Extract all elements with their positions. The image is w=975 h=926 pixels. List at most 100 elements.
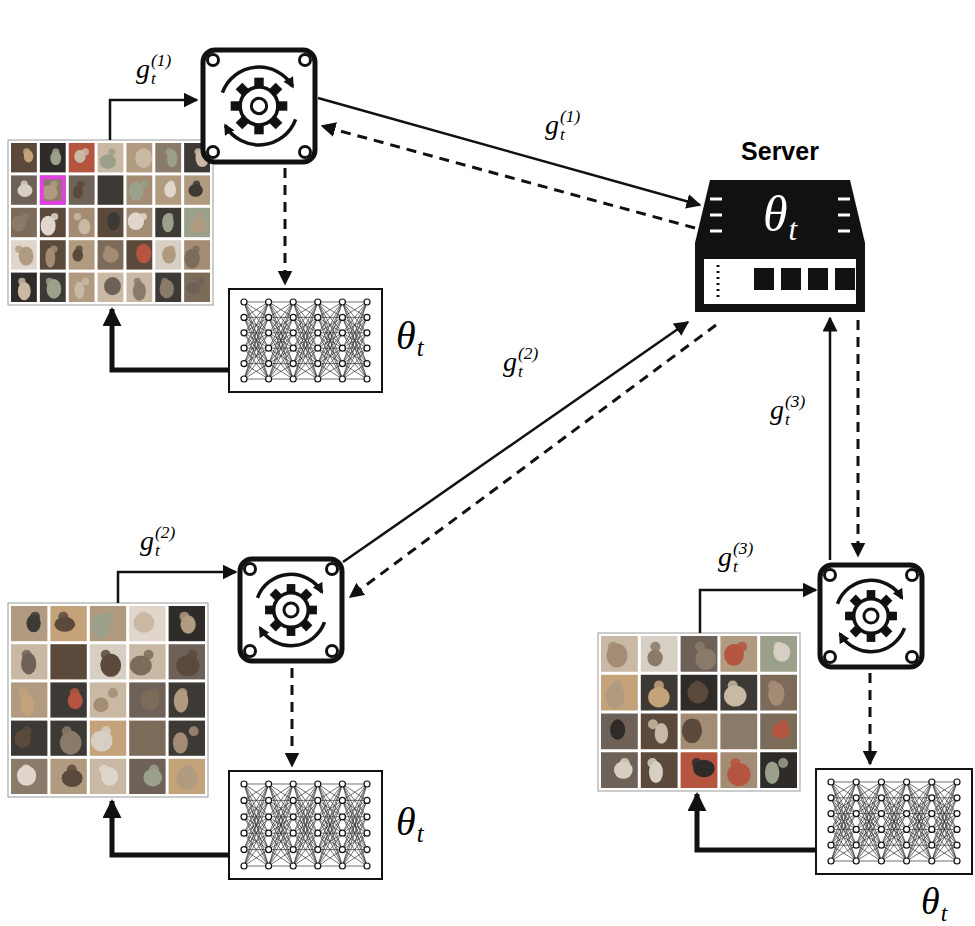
photo-tile — [98, 143, 124, 172]
photo-tile — [129, 606, 165, 641]
photo-tile — [90, 682, 126, 717]
network-shape — [817, 770, 971, 873]
math-subscript: t — [518, 363, 523, 380]
math-superscript: (2) — [518, 344, 538, 363]
photo-tile — [126, 143, 152, 172]
photo-tile — [681, 636, 718, 672]
processor-icon — [820, 565, 922, 667]
math-scripts: t(3) — [733, 540, 753, 557]
gradient-arrow — [700, 590, 816, 633]
text-run: Server — [741, 137, 819, 165]
photo-tile — [11, 240, 37, 269]
model-parameter: θt — [921, 882, 947, 926]
photo-tile — [760, 752, 797, 788]
photo-tile — [720, 714, 757, 750]
arrows — [110, 98, 870, 855]
photo-tile — [40, 175, 66, 204]
photo-tile — [50, 721, 86, 756]
feedback-arrow — [112, 309, 228, 370]
photo-tile — [50, 759, 86, 794]
photo-tile — [11, 759, 47, 794]
photo-tile — [98, 175, 124, 204]
photo-tile — [126, 175, 152, 204]
math-scripts: t(2) — [518, 345, 538, 362]
photo-tile — [11, 143, 37, 172]
gradient-label: gt(2) — [140, 524, 175, 555]
math-scripts: t(2) — [155, 524, 175, 541]
processor-icon — [203, 50, 315, 162]
image-grid — [598, 633, 800, 791]
photo-tile — [90, 606, 126, 641]
math-base: g — [545, 109, 559, 140]
photo-tile — [69, 273, 95, 302]
math-subscript: t — [417, 820, 424, 847]
upload-arrow — [829, 318, 832, 560]
network-shape — [230, 772, 381, 878]
math-subscript: t — [788, 212, 797, 247]
math-base: θ — [921, 880, 940, 922]
photo-tile — [681, 675, 718, 711]
feedback-arrow — [112, 801, 228, 855]
photo-tile — [69, 240, 95, 269]
model-box: θt — [228, 288, 383, 393]
photo-tile — [11, 721, 47, 756]
feedback-arrow — [697, 794, 815, 850]
photo-tile — [720, 752, 757, 788]
gradient-arrow — [110, 100, 197, 140]
photo-tile — [760, 675, 797, 711]
math-subscript: t — [151, 70, 156, 87]
photo-tile — [601, 675, 638, 711]
gradient-label: gt(3) — [718, 540, 753, 571]
photo-tile — [50, 682, 86, 717]
photo-tile — [40, 143, 66, 172]
photo-tile — [760, 636, 797, 672]
gradient-label: gt(3) — [770, 393, 805, 424]
math-base: θ — [763, 186, 788, 242]
photo-tile — [155, 208, 181, 237]
upload-arrow — [343, 322, 688, 562]
photo-tile — [184, 240, 210, 269]
photo-tile — [69, 175, 95, 204]
math-subscript: t — [560, 126, 565, 143]
model-parameter: θt — [763, 189, 797, 245]
photo-tile — [155, 175, 181, 204]
photo-tile — [601, 714, 638, 750]
math-base: g — [503, 346, 517, 377]
photo-tile — [155, 240, 181, 269]
photo-tile — [169, 721, 205, 756]
photo-tile — [69, 143, 95, 172]
photo-tile — [69, 208, 95, 237]
network-shape — [230, 290, 381, 391]
gradient-label: gt(2) — [503, 345, 538, 376]
photo-tile — [601, 636, 638, 672]
photo-tile — [126, 208, 152, 237]
math-subscript: t — [941, 900, 948, 926]
math-subscript: t — [733, 558, 738, 575]
broadcast-arrow — [350, 325, 716, 597]
photo-tile — [40, 208, 66, 237]
photo-tile — [40, 240, 66, 269]
photo-tile — [155, 273, 181, 302]
photo-tile — [11, 682, 47, 717]
image-grids — [8, 140, 800, 797]
photo-tile — [98, 273, 124, 302]
photo-tile — [129, 759, 165, 794]
photo-tile — [641, 752, 678, 788]
math-base: g — [136, 53, 150, 84]
processor-icon — [240, 559, 342, 661]
photo-tile — [641, 675, 678, 711]
math-superscript: (1) — [560, 107, 580, 126]
math-base: g — [140, 525, 154, 556]
image-grid — [8, 603, 208, 797]
math-base: θ — [396, 799, 416, 844]
photo-tile — [126, 240, 152, 269]
photo-tile — [760, 714, 797, 750]
photo-tile — [184, 208, 210, 237]
photo-tile — [169, 644, 205, 679]
photo-tile — [681, 752, 718, 788]
update-arrow — [284, 168, 287, 284]
model-box: θt — [815, 768, 973, 875]
math-scripts: t(3) — [785, 393, 805, 410]
gradient-label: gt(1) — [136, 52, 171, 83]
